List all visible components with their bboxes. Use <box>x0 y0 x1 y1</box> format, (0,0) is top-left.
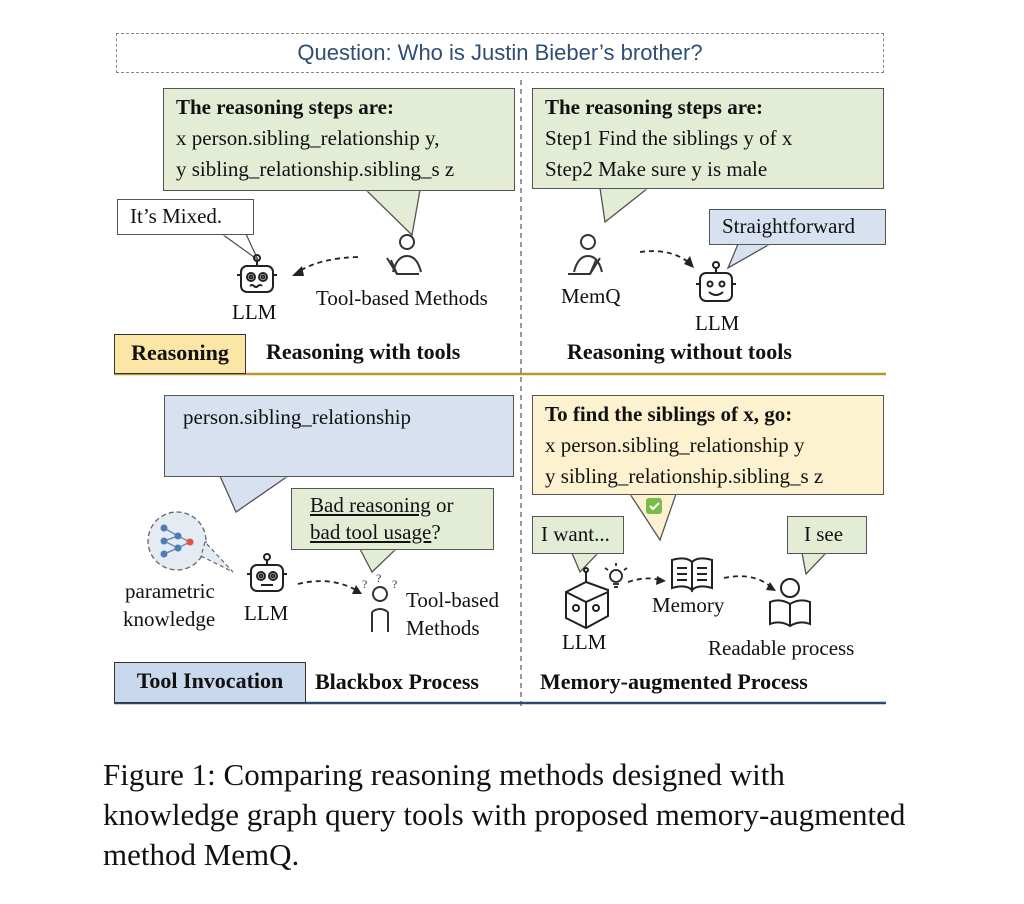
q2-llm-label: LLM <box>695 311 740 335</box>
q4-llm-label: LLM <box>562 630 607 654</box>
book-icon <box>671 557 713 593</box>
reading-person-icon <box>769 578 811 628</box>
q4-see-tail <box>801 552 828 576</box>
q3-llm-label: LLM <box>244 601 289 625</box>
q3-question-bubble: Bad reasoning or bad tool usage? <box>291 488 494 550</box>
robot-dizzy-icon <box>237 254 277 293</box>
q1-llm-bubble: It’s Mixed. <box>117 199 254 235</box>
robot-icon <box>247 553 287 592</box>
q3-tool-label2: Methods <box>406 616 480 640</box>
svg-text:?: ? <box>362 577 367 591</box>
q1-llm-label: LLM <box>232 300 277 324</box>
q2-reasoning-bubble: The reasoning steps are: Step1 Find the … <box>532 88 884 189</box>
q3-bubble-tail <box>218 475 291 513</box>
confused-person-icon: ? ? ? <box>362 571 397 632</box>
q3-question-part1: Bad reasoning <box>310 493 431 517</box>
q1-bubble-line1: x person.sibling_relationship y, <box>176 126 440 150</box>
q4-want-text: I want... <box>541 522 610 546</box>
q4-bubble-line1: x person.sibling_relationship y <box>545 433 805 457</box>
q4-section-title: Memory-augmented Process <box>540 669 808 694</box>
q3-question-bubble-tail <box>358 548 398 574</box>
svg-text:?: ? <box>392 577 397 591</box>
q1-section-title: Reasoning with tools <box>266 339 461 364</box>
q2-llm-bubble: Straightforward <box>709 209 886 245</box>
q3-question-part3: bad tool usage <box>310 520 432 544</box>
tool-invocation-tag: Tool Invocation <box>114 662 306 703</box>
q3-question-part2: or <box>430 493 454 517</box>
q4-bubble-line2: y sibling_relationship.sibling_s z <box>545 464 824 488</box>
q4-see-bubble: I see <box>787 516 867 554</box>
q2-bubble-line1: Step1 Find the siblings y of x <box>545 126 793 150</box>
q2-bubble-tail <box>599 187 650 224</box>
q4-want-bubble: I want... <box>532 516 624 554</box>
lightbulb-icon <box>604 563 628 588</box>
q2-llm-bubble-text: Straightforward <box>722 214 855 238</box>
q1-bubble-line2: y sibling_relationship.sibling_s z <box>176 157 455 181</box>
person-laptop-icon <box>386 234 422 275</box>
check-icon <box>646 498 662 514</box>
q1-reasoning-bubble: The reasoning steps are: x person.siblin… <box>163 88 515 191</box>
q3-param-label1: parametric <box>125 579 215 603</box>
q1-llm-bubble-tail <box>219 233 260 262</box>
q1-llm-bubble-text: It’s Mixed. <box>130 204 223 228</box>
q3-reasoning-bubble: person.sibling_relationship <box>164 395 514 477</box>
q4-readable-label: Readable process <box>708 636 855 660</box>
q3-tool-label1: Tool-based <box>406 588 500 612</box>
q2-llm-bubble-tail <box>726 243 773 270</box>
q2-memq-label: MemQ <box>561 284 621 308</box>
q3-param-label2: knowledge <box>123 607 216 631</box>
q4-see-text: I see <box>804 522 844 546</box>
q2-bubble-title: The reasoning steps are: <box>545 95 763 119</box>
question-box: Question: Who is Justin Bieber’s brother… <box>116 33 884 73</box>
q1-tool-label: Tool-based Methods <box>316 286 488 310</box>
q4-reasoning-bubble: To find the siblings of x, go: x person.… <box>532 395 884 495</box>
memq-person-icon <box>568 234 603 275</box>
q3-bubble-text: person.sibling_relationship <box>183 405 412 429</box>
q4-memory-label: Memory <box>652 593 725 617</box>
q1-bubble-title: The reasoning steps are: <box>176 95 394 119</box>
q2-section-title: Reasoning without tools <box>567 339 792 364</box>
robot-happy-icon <box>696 261 736 302</box>
reasoning-tag: Reasoning <box>114 334 246 374</box>
q3-question-part4: ? <box>431 520 441 544</box>
q3-section-title: Blackbox Process <box>315 669 479 694</box>
q1-bubble-tail <box>364 189 421 237</box>
svg-text:?: ? <box>376 571 381 585</box>
q4-bubble-title: To find the siblings of x, go: <box>545 402 793 426</box>
figure-caption: Figure 1: Comparing reasoning methods de… <box>103 757 906 872</box>
neural-network-icon <box>147 511 207 571</box>
robot-box-icon <box>565 567 609 630</box>
q2-bubble-line2: Step2 Make sure y is male <box>545 157 768 181</box>
